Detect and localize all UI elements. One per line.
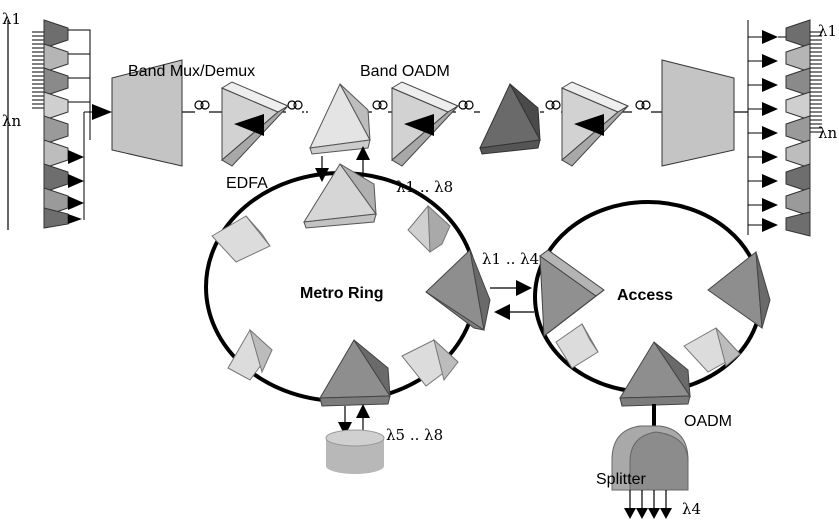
access-oadm-node [619, 341, 691, 432]
splitter-label: Splitter [596, 471, 646, 488]
ring-interconnect-arrows [490, 280, 534, 320]
right-bottom-wavelength-label: λn [818, 124, 838, 142]
metro-drop-wavelength-label: λ5 .. λ8 [386, 426, 443, 444]
metro-ring-label: Metro Ring [300, 285, 384, 302]
band-mux-demux-label: Band Mux/Demux [128, 63, 255, 80]
main-fiber [182, 100, 662, 113]
metro-node-upper-left [211, 215, 271, 263]
interconnect-wavelength-label: λ1 .. λ4 [482, 250, 539, 268]
edfa-amplifier-2 [390, 81, 460, 167]
left-bottom-wavelength-label: λn [2, 112, 22, 130]
right-band-mux-demux [661, 59, 748, 167]
access-node-lower-right [683, 327, 741, 373]
right-top-wavelength-label: λ1 [818, 22, 837, 40]
band-oadm-label: Band OADM [360, 63, 450, 80]
band-mux-demux [111, 59, 183, 167]
metro-bottom-node [319, 339, 391, 407]
edfa-label: EDFA [226, 175, 268, 192]
access-label: Access [617, 287, 673, 304]
metro-top-wavelength-label: λ1 .. λ8 [396, 178, 453, 196]
left-top-wavelength-label: λ1 [2, 10, 21, 28]
edfa-amplifier-1 [220, 81, 290, 167]
left-wavelength-stack [7, 19, 112, 230]
edfa-amplifier-3 [560, 81, 630, 167]
right-wavelength-stack [747, 19, 822, 237]
metro-drop-disk [325, 429, 385, 474]
splitter [611, 425, 689, 519]
metro-node-lower-left [227, 328, 273, 381]
dark-prism [479, 82, 541, 155]
access-right-node [707, 251, 771, 330]
access-node-lower-left [555, 323, 599, 369]
oadm-label: OADM [684, 413, 732, 430]
splitter-output-wavelength-label: λ4 [682, 500, 701, 518]
metro-node-upper-right [407, 204, 451, 253]
access-left-node [539, 249, 605, 337]
metro-node-lower-right [401, 338, 459, 387]
band-oadm-prism [309, 82, 371, 155]
band-oadm-drop-arrows [315, 146, 370, 182]
metro-right-node [425, 248, 491, 332]
metro-top-node [303, 163, 377, 229]
